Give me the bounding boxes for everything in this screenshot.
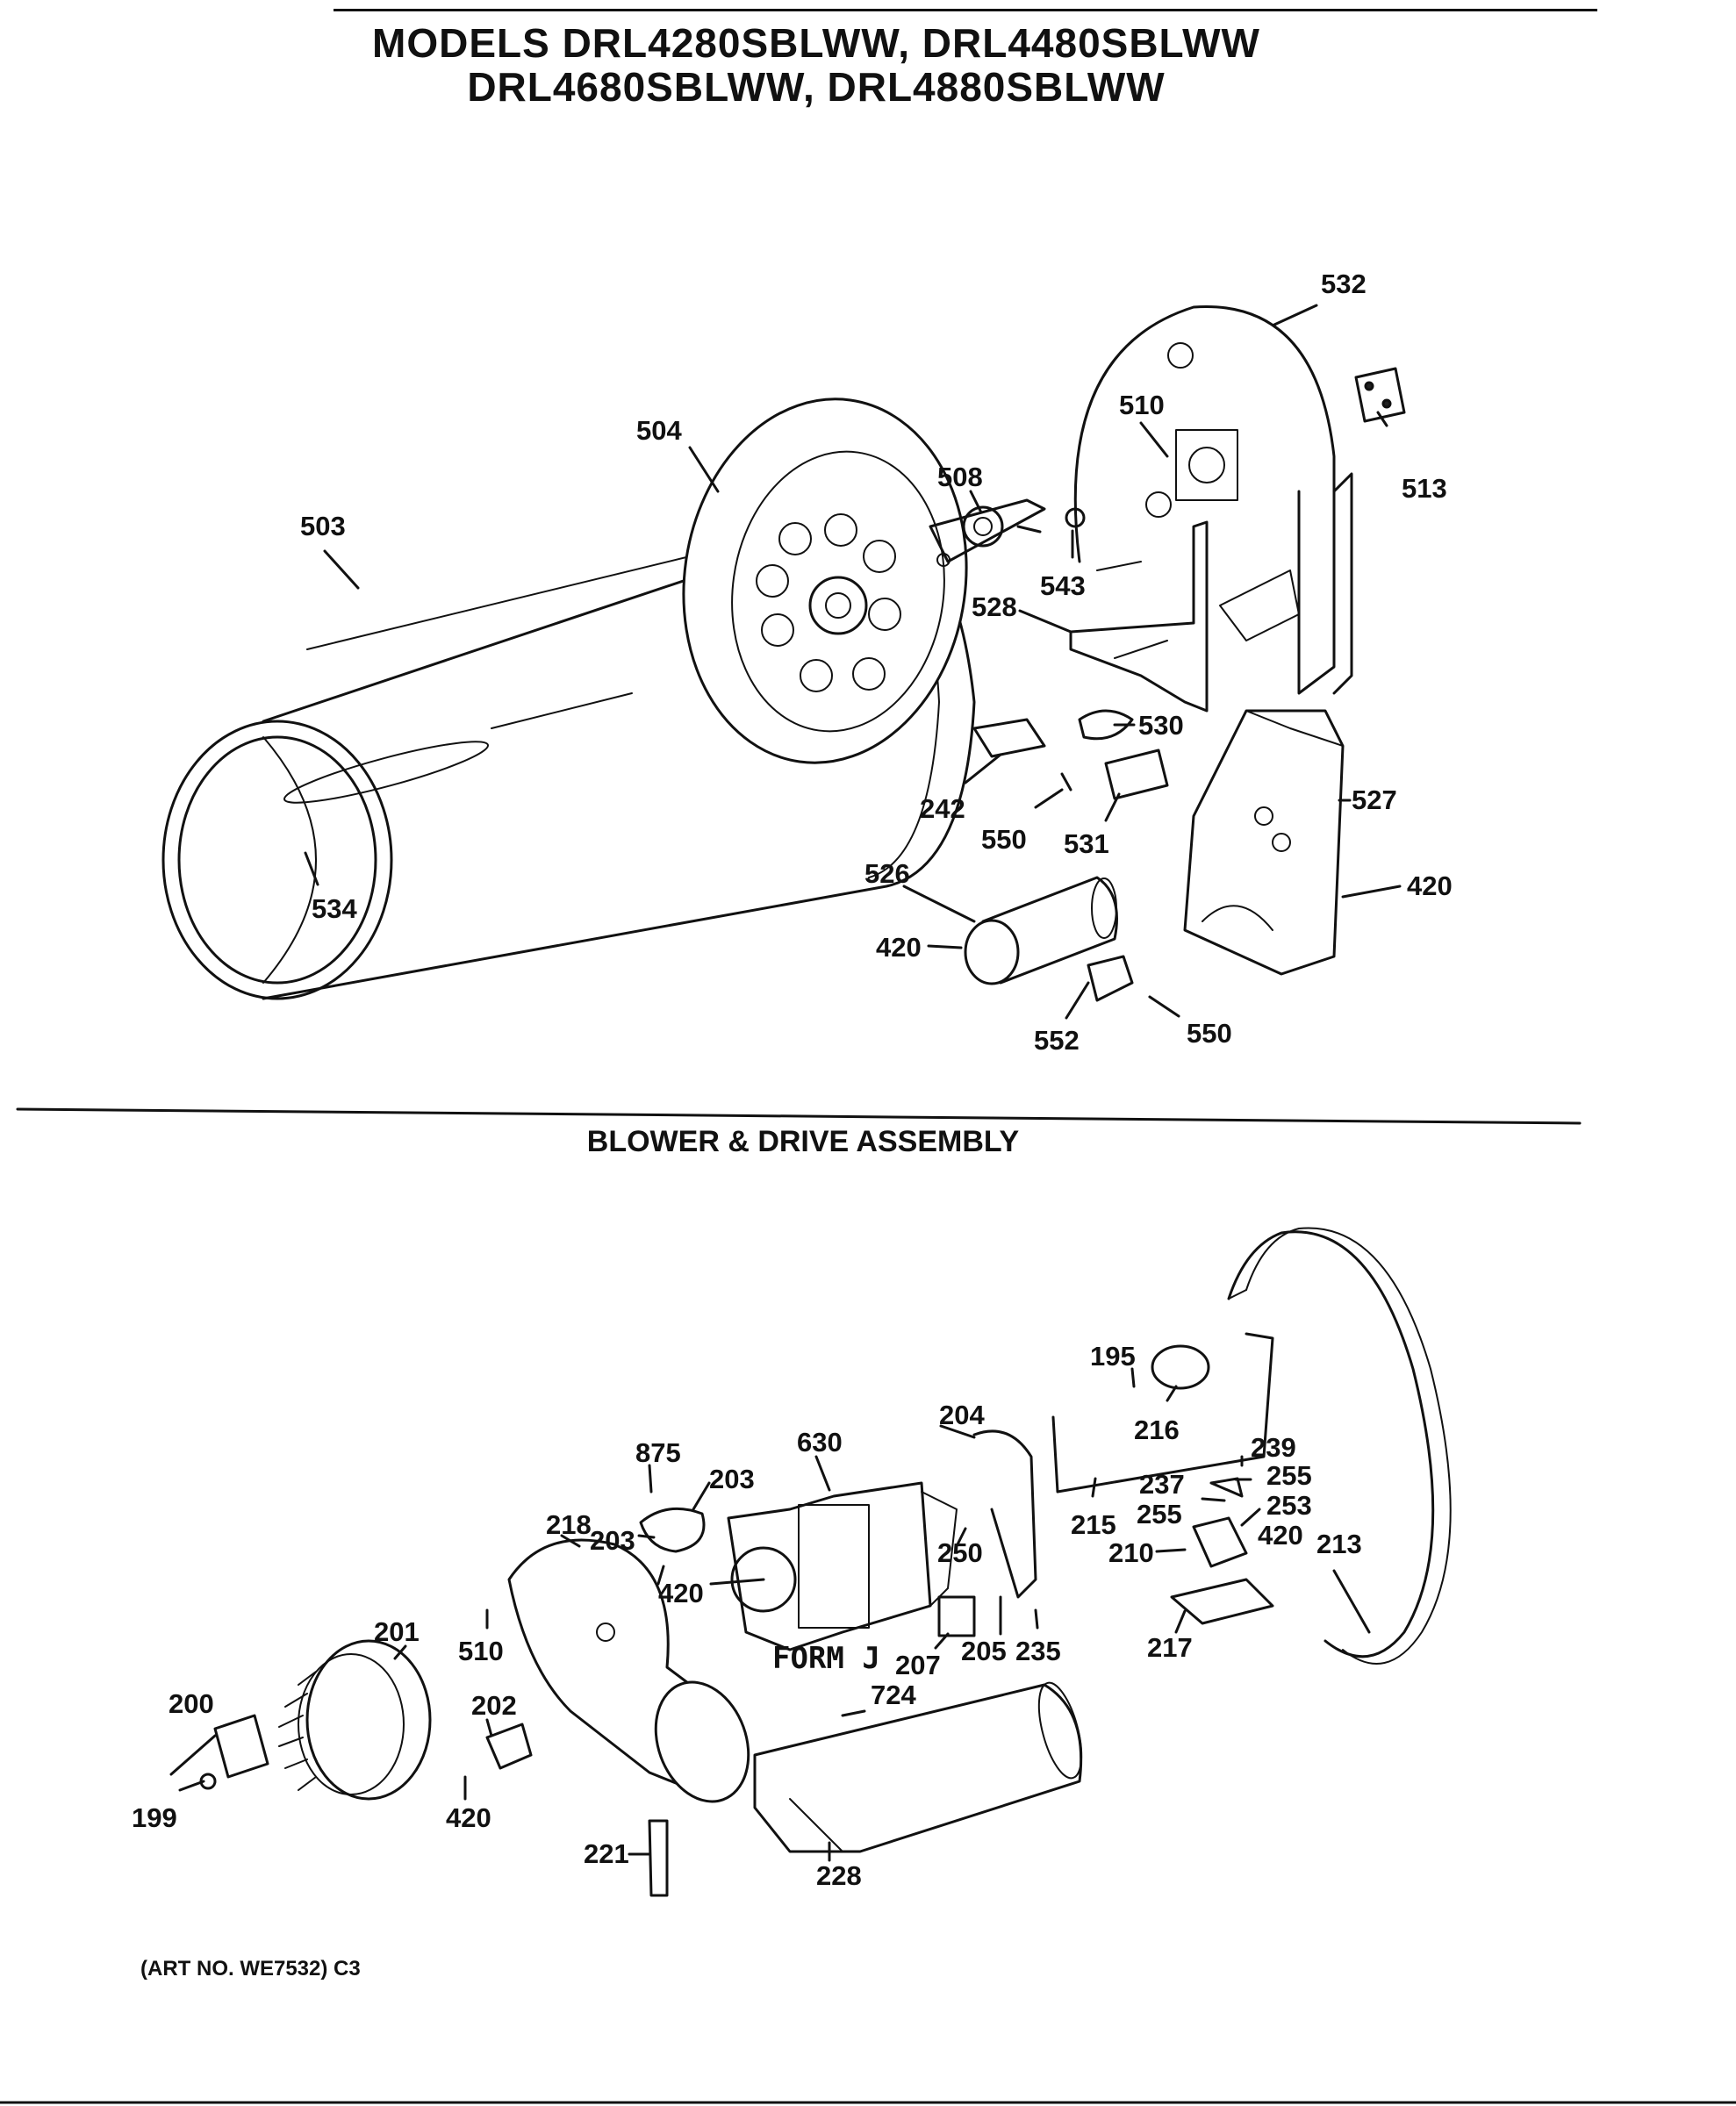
callout-503: 503	[300, 511, 346, 541]
callout-530: 530	[1138, 710, 1184, 741]
callout-215: 215	[1071, 1509, 1116, 1540]
callout-237: 237	[1139, 1469, 1185, 1500]
callout-202: 202	[471, 1690, 517, 1721]
drum-leader-lines	[304, 304, 1402, 1020]
section-divider	[16, 1107, 1582, 1125]
callout-203-lower: 203	[590, 1525, 635, 1556]
support-part-528	[1069, 520, 1300, 713]
callout-203-upper: 203	[709, 1464, 755, 1494]
callout-552: 552	[1034, 1025, 1080, 1056]
bracket-part-210	[1192, 1516, 1248, 1568]
part-531	[1104, 749, 1169, 800]
strip-part-221	[648, 1819, 669, 1897]
bulkhead-part-532	[1073, 304, 1353, 695]
callout-510: 510	[1119, 390, 1165, 420]
part-202	[485, 1723, 533, 1770]
pulley-part-216	[1151, 1344, 1210, 1390]
callout-213: 213	[1316, 1529, 1362, 1559]
callout-195: 195	[1090, 1341, 1136, 1372]
callout-239: 239	[1251, 1432, 1296, 1463]
callout-255-lower: 255	[1137, 1499, 1182, 1529]
form-j-label: FORM J	[772, 1641, 880, 1676]
bracket-part-513	[1354, 367, 1406, 423]
socket-part-552	[1087, 955, 1134, 1002]
callout-532: 532	[1321, 269, 1367, 299]
belt-part-213	[1227, 1227, 1452, 1665]
callout-205: 205	[961, 1636, 1007, 1666]
callout-250: 250	[937, 1537, 983, 1568]
callout-527: 527	[1352, 784, 1397, 815]
callout-510-blower: 510	[458, 1636, 504, 1666]
blower-housing-part-218	[507, 1538, 750, 1803]
callout-216: 216	[1134, 1415, 1180, 1445]
top-rule	[334, 9, 1597, 11]
callout-531: 531	[1064, 828, 1109, 859]
callout-630: 630	[797, 1427, 843, 1458]
callout-217: 217	[1147, 1632, 1193, 1663]
section-title-blower-drive: BLOWER & DRIVE ASSEMBLY	[586, 1125, 1020, 1158]
callout-420-right: 420	[1407, 870, 1453, 901]
callout-526: 526	[864, 858, 910, 889]
callout-228: 228	[816, 1860, 862, 1891]
bearing-part-508	[929, 498, 1086, 567]
part-530	[1078, 709, 1134, 741]
switch-part-207	[937, 1595, 976, 1637]
callout-200: 200	[169, 1688, 214, 1719]
lamp-part-526	[964, 876, 1118, 985]
models-title-line2: DRL4680SBLWW, DRL4880SBLWW	[467, 64, 1166, 110]
idler-arm-part-215	[1051, 1332, 1274, 1494]
callout-534: 534	[312, 893, 357, 924]
exhaust-duct-part-228	[753, 1681, 1083, 1853]
callout-550-lower: 550	[1187, 1018, 1232, 1049]
callout-508: 508	[937, 462, 983, 492]
callout-504: 504	[636, 415, 682, 446]
callout-420-bracket: 420	[1258, 1520, 1303, 1551]
part-237	[1209, 1477, 1244, 1498]
callout-253: 253	[1266, 1490, 1312, 1521]
duct-part-527	[1183, 709, 1345, 976]
blower-leader-lines	[169, 1367, 1371, 1862]
callout-550-upper: 550	[981, 824, 1027, 855]
blower-wheel-part-201	[278, 1639, 432, 1801]
callout-543: 543	[1040, 570, 1086, 601]
callout-875: 875	[635, 1437, 681, 1468]
callout-420-lamp: 420	[876, 932, 922, 963]
screw-part-550	[1060, 772, 1072, 792]
callout-207: 207	[895, 1650, 941, 1680]
bracket-part-217	[1170, 1578, 1274, 1625]
callout-513: 513	[1402, 473, 1447, 504]
motor-part-630	[709, 1481, 958, 1651]
clamp-part-203	[639, 1507, 706, 1553]
label-part-242	[972, 718, 1046, 758]
callout-218: 218	[546, 1509, 592, 1540]
callout-221: 221	[584, 1838, 629, 1869]
bracket-part-205	[972, 1429, 1037, 1599]
callout-420-motor: 420	[658, 1578, 704, 1608]
drum-rear-part-504	[682, 398, 968, 764]
callout-528: 528	[972, 591, 1017, 622]
callout-210: 210	[1108, 1537, 1154, 1568]
callout-201: 201	[374, 1616, 420, 1647]
models-title-line1: MODELS DRL4280SBLWW, DRL4480SBLWW	[372, 20, 1260, 66]
callout-242: 242	[920, 793, 965, 824]
art-number: (ART NO. WE7532) C3	[140, 1957, 361, 1981]
callout-724: 724	[871, 1680, 916, 1710]
callout-255-upper: 255	[1266, 1460, 1312, 1491]
callout-420-blower: 420	[446, 1802, 491, 1833]
callout-204: 204	[939, 1400, 985, 1430]
callout-235: 235	[1015, 1636, 1061, 1666]
part-200	[213, 1714, 269, 1779]
callout-199: 199	[132, 1802, 177, 1833]
